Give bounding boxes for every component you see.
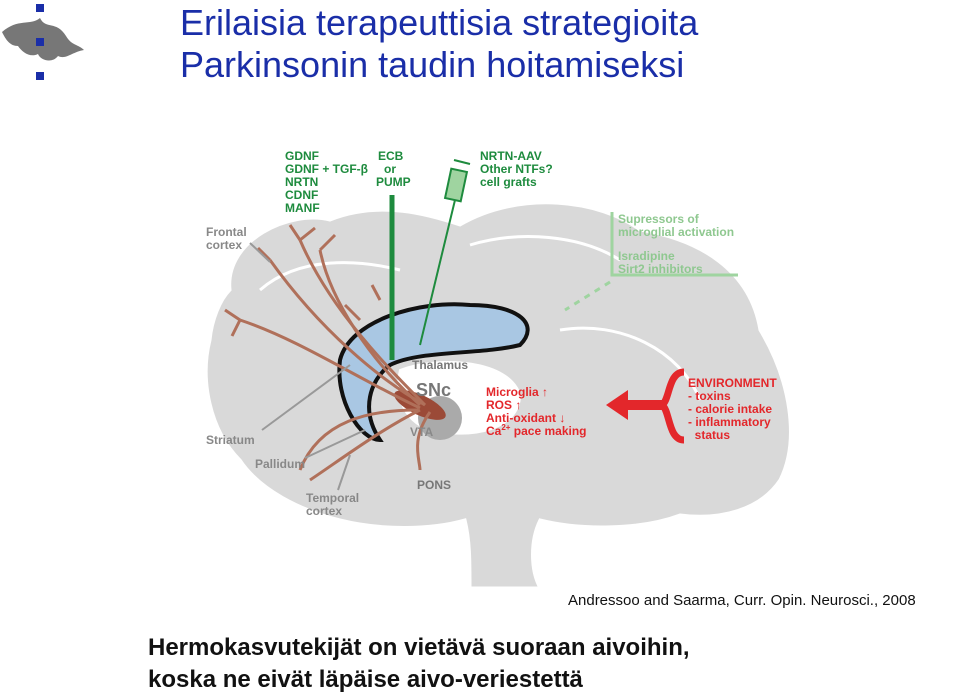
brain-fold bbox=[259, 261, 401, 292]
factor-label: CDNF bbox=[285, 188, 318, 202]
mechanism-calcium: Ca2+ pace making bbox=[486, 423, 587, 438]
university-logo bbox=[2, 4, 84, 80]
region-pons: PONS bbox=[417, 478, 451, 492]
temporal-pointer bbox=[337, 454, 351, 491]
gene-label: Other NTFs? bbox=[480, 162, 553, 176]
arrow-head-icon bbox=[606, 390, 628, 420]
region-striatum: Striatum bbox=[206, 433, 255, 447]
needle-line bbox=[419, 199, 456, 346]
dopamine-fibres bbox=[224, 224, 432, 482]
factor-label: NRTN bbox=[285, 175, 318, 189]
factor-label: GDNF bbox=[285, 149, 319, 163]
gene-label: NRTN-AAV bbox=[480, 149, 542, 163]
inhibitor-label: Isradipine bbox=[618, 249, 675, 263]
title-line-2: Parkinsonin taudin hoitamiseksi bbox=[180, 44, 685, 85]
environment-item: - toxins bbox=[688, 389, 731, 403]
logo-dot bbox=[36, 72, 44, 80]
logo-dot bbox=[36, 38, 44, 46]
environment-label: ENVIRONMENT bbox=[688, 376, 777, 390]
environment-item: status bbox=[688, 428, 730, 442]
title-line-1: Erilaisia terapeuttisia strategioita bbox=[180, 2, 699, 43]
frontal-pointer bbox=[249, 242, 271, 263]
inhibitor-label: Sirt2 inhibitors bbox=[618, 262, 703, 276]
pallidum-pointer bbox=[304, 429, 366, 459]
caption-line-2: koska ne eivät läpäise aivo-veriestettä bbox=[148, 666, 583, 693]
corpus-callosum bbox=[337, 302, 530, 443]
region-vta: VTA bbox=[410, 425, 433, 439]
suppressor-label: Supressors of bbox=[618, 212, 700, 226]
ecb-label: or bbox=[384, 162, 396, 176]
factor-label: MANF bbox=[285, 201, 320, 215]
syringe-plunger bbox=[453, 159, 471, 165]
mechanism-antioxidant: Anti-oxidant ↓ bbox=[486, 411, 565, 425]
environment-item: - calorie intake bbox=[688, 402, 772, 416]
suppressor-label: microglial activation bbox=[618, 225, 734, 239]
striatum-pointer bbox=[261, 364, 351, 431]
ecb-label: ECB bbox=[378, 149, 404, 163]
gene-label: cell grafts bbox=[480, 175, 537, 189]
region-snc: SNc bbox=[416, 380, 451, 400]
region-pallidum: Pallidum bbox=[255, 457, 305, 471]
suppressor-dash bbox=[564, 280, 611, 312]
brain-fold bbox=[469, 235, 621, 262]
caption: Hermokasvutekijät on vietävä suoraan aiv… bbox=[148, 632, 690, 696]
factor-label: GDNF + TGF-β bbox=[285, 162, 368, 176]
mechanism-microglia: Microglia ↑ bbox=[486, 385, 548, 399]
region-frontal: Frontal bbox=[206, 225, 247, 239]
brain-diagram: GDNF GDNF + TGF-β NRTN CDNF MANF ECB or … bbox=[204, 149, 792, 590]
logo-dot bbox=[36, 4, 44, 12]
suppressor-bracket bbox=[610, 212, 738, 277]
citation: Andressoo and Saarma, Curr. Opin. Neuros… bbox=[568, 592, 916, 609]
brain-fold bbox=[559, 326, 702, 401]
caption-line-1: Hermokasvutekijät on vietävä suoraan aiv… bbox=[148, 634, 690, 661]
mechanism-ros: ROS ↑ bbox=[486, 398, 521, 412]
ecb-label: PUMP bbox=[376, 175, 411, 189]
slide-title: Erilaisia terapeuttisia strategioita Par… bbox=[180, 2, 698, 86]
region-temporal: Temporal bbox=[306, 491, 359, 505]
region-thalamus: Thalamus bbox=[412, 358, 468, 372]
environment-item: - inflammatory bbox=[688, 415, 771, 429]
region-temporal: cortex bbox=[306, 504, 342, 518]
syringe-icon bbox=[443, 167, 469, 203]
region-frontal: cortex bbox=[206, 238, 242, 252]
